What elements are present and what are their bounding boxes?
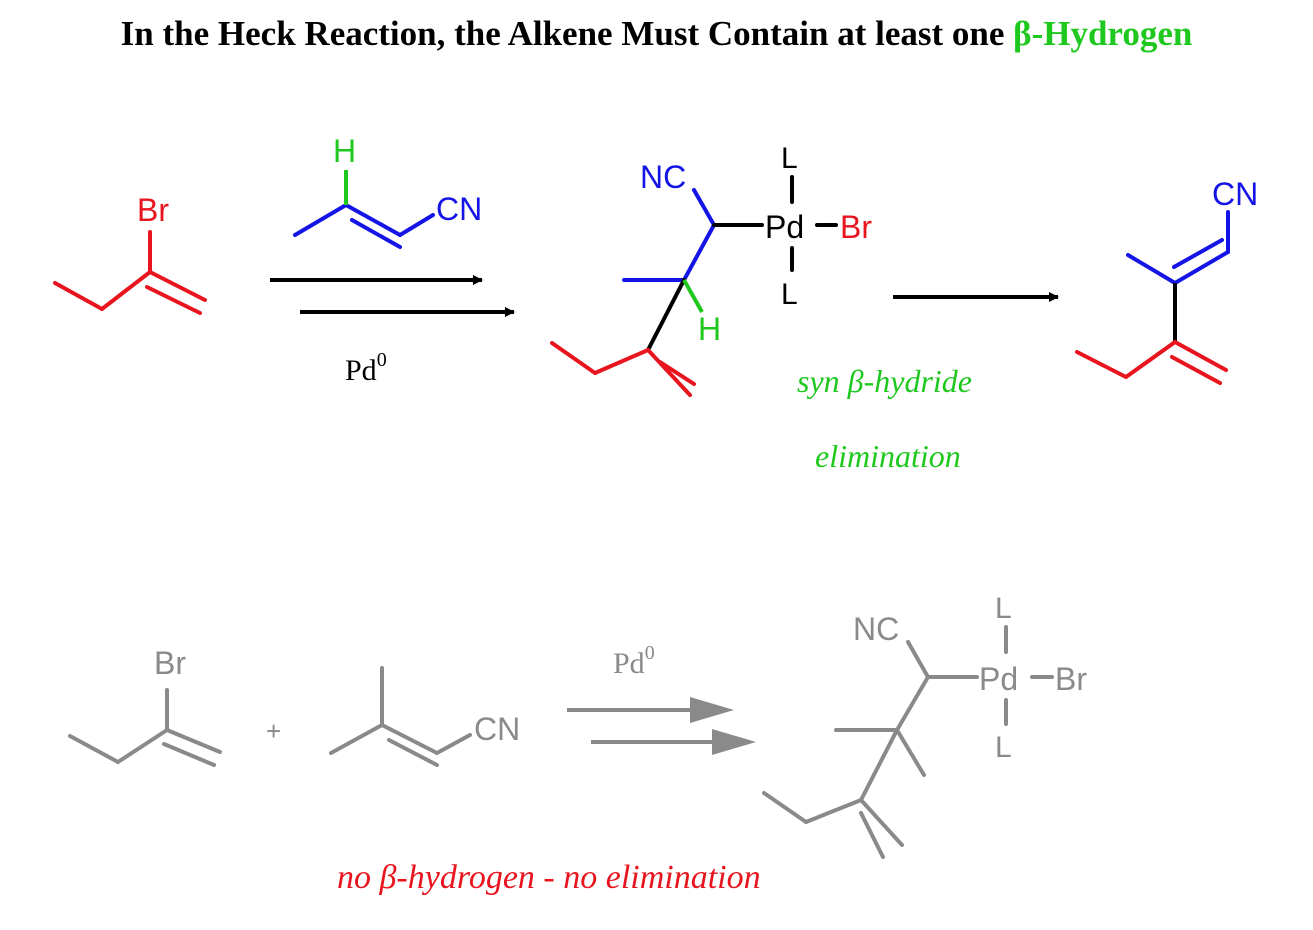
bottom-conditions-sup: 0: [645, 642, 655, 664]
bottom-conditions-pd: Pd: [613, 647, 645, 680]
top-caption-line1: syn β-hydride: [797, 363, 972, 399]
top-int-br-label: Br: [840, 209, 872, 245]
top-alkene-crotononitrile: [293, 203, 435, 249]
top-conditions-pd: Pd: [345, 354, 377, 387]
top-alkene-cn-label: CN: [436, 191, 482, 227]
bottom-reactant-br-label: Br: [154, 645, 186, 681]
bottom-int-pd-label: Pd: [979, 661, 1018, 697]
bottom-int-ligand-top: L: [995, 592, 1012, 625]
bottom-plus-sign: +: [266, 716, 281, 746]
title-highlight: β-Hydrogen: [1013, 14, 1193, 53]
top-product-diene: CN: [1075, 176, 1258, 385]
top-conditions-sup: 0: [377, 349, 387, 371]
bottom-arrows: [567, 697, 756, 755]
bottom-intermediate: NC Pd Br L L: [762, 592, 1087, 859]
top-intermediate: NC Pd Br L L H: [550, 142, 872, 397]
top-alkene-h-label: H: [333, 133, 356, 169]
top-reactant-bromoalkene: [53, 230, 207, 315]
top-product-cn-label: CN: [1212, 176, 1258, 212]
top-reactant-br-label: Br: [137, 192, 169, 228]
top-int-pd-label: Pd: [765, 209, 804, 245]
bottom-alkene-cn-label: CN: [474, 711, 520, 747]
page-title: In the Heck Reaction, the Alkene Must Co…: [0, 14, 1313, 54]
bottom-caption: no β-hydrogen - no elimination: [337, 859, 761, 896]
title-text: In the Heck Reaction, the Alkene Must Co…: [120, 14, 1014, 53]
bottom-arrow-2-head: [712, 729, 756, 755]
top-int-ligand-bottom: L: [781, 278, 798, 311]
top-int-nc-label: NC: [640, 159, 686, 195]
bottom-conditions: Pd0: [613, 642, 655, 680]
top-caption-syn: syn: [797, 363, 848, 399]
top-int-h-label: H: [698, 311, 721, 347]
top-caption-line2: elimination: [815, 438, 961, 474]
bottom-int-br-label: Br: [1055, 661, 1087, 697]
top-conditions: Pd0: [345, 349, 387, 387]
bottom-reactant-bromoalkene: [68, 688, 222, 767]
top-caption-beta-hydride: β-hydride: [847, 363, 972, 399]
top-int-ligand-top: L: [781, 142, 798, 175]
bottom-arrow-1-head: [690, 697, 734, 723]
bottom-alkene-dimethylacrylonitrile: [329, 666, 472, 767]
bottom-int-nc-label: NC: [853, 611, 899, 647]
bottom-int-ligand-bottom: L: [995, 731, 1012, 764]
